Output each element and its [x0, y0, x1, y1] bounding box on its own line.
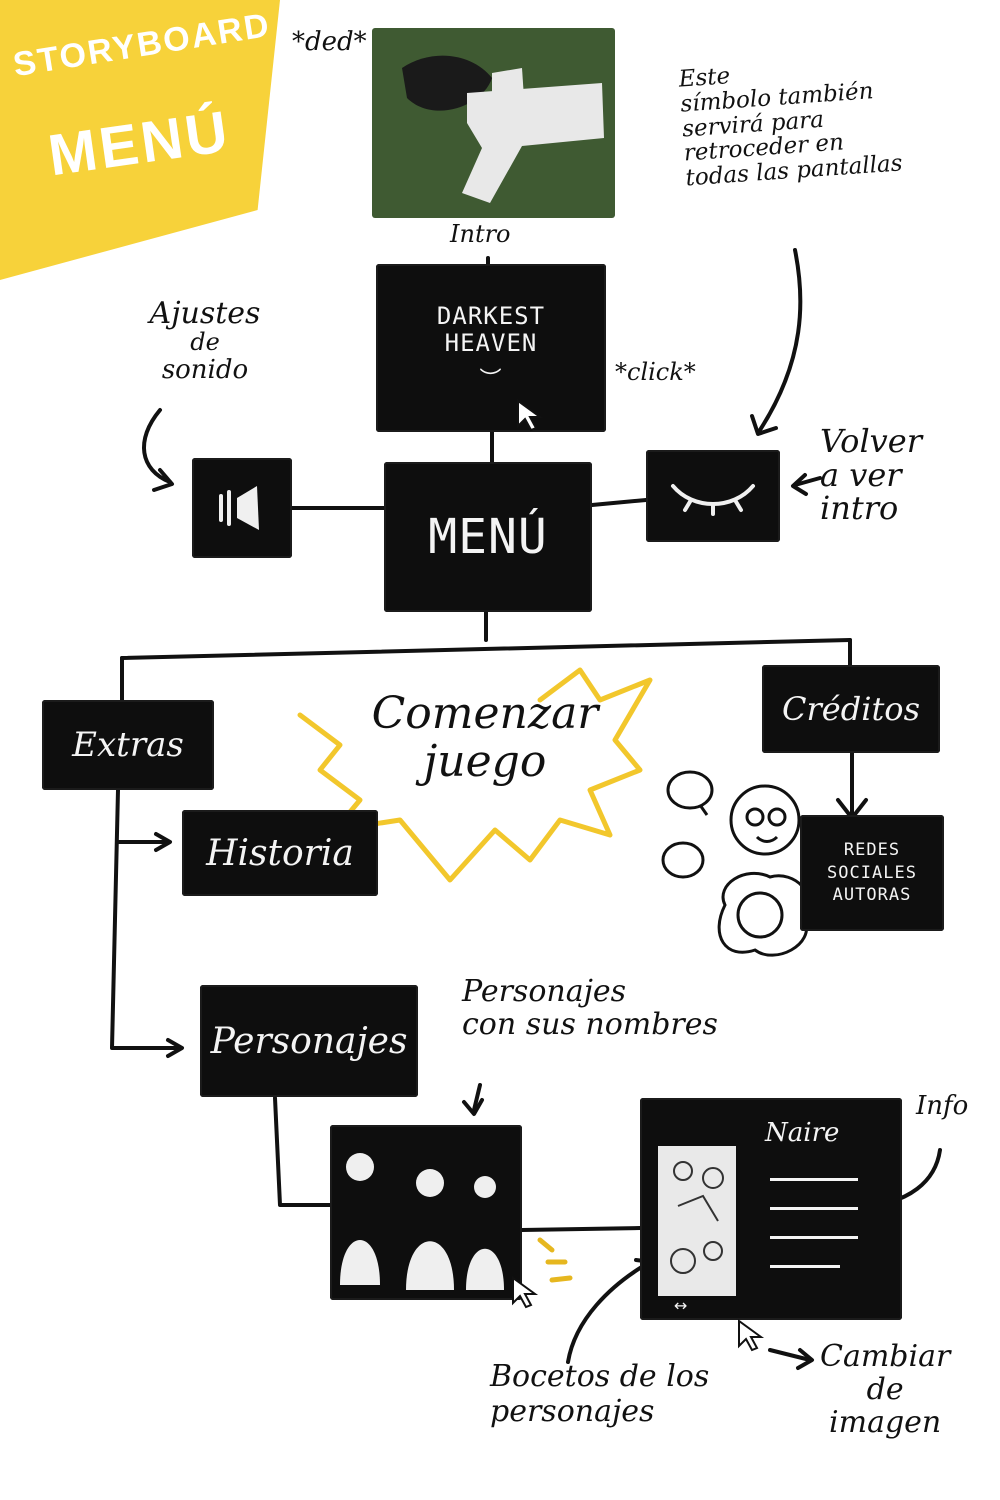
arrowhead-ajustes: [152, 468, 174, 492]
intro-caption: Intro: [450, 220, 511, 248]
title-line-1: DARKEST: [436, 301, 546, 330]
connector-grid-detail: [520, 1226, 642, 1232]
back-intro-button[interactable]: [646, 450, 780, 542]
arrowhead-cambiar: [796, 1348, 814, 1370]
note-bocetos: Bocetos de los personajes: [490, 1359, 710, 1429]
characters-grid-screen[interactable]: [330, 1125, 522, 1300]
title-line-2: HEAVEN: [444, 329, 538, 358]
personajes-button[interactable]: Personajes: [200, 985, 418, 1097]
redes-line-3: AUTORAS: [832, 885, 912, 906]
menu-screen[interactable]: MENÚ: [384, 462, 592, 612]
redes-sociales-panel[interactable]: REDES SOCIALES AUTORAS: [800, 815, 944, 931]
authors-doodle: [661, 770, 812, 957]
sfx-ded: *ded*: [292, 27, 367, 57]
creditos-button[interactable]: Créditos: [762, 665, 940, 753]
note-cambiar: Cambiar de imagen: [820, 1340, 950, 1439]
info-lines: [770, 1178, 858, 1268]
arrow-ajustes: [142, 408, 172, 484]
sound-settings-button[interactable]: [192, 458, 292, 558]
connector-extras-personajes: [110, 788, 182, 1050]
arrowhead-historia: [154, 832, 172, 852]
arrow-cambiar: [768, 1348, 812, 1362]
starburst-comenzar: [297, 667, 653, 883]
cursor-arrow-icon: [512, 1276, 539, 1309]
note-bocetos-line1: Bocetos de los: [490, 1359, 710, 1394]
note-pnombres-line2: con sus nombres: [462, 1007, 718, 1042]
arrowhead-personajes: [166, 1038, 184, 1058]
note-personajes-nombres: Personajes con sus nombres: [462, 975, 718, 1041]
note-pnombres-line1: Personajes: [462, 974, 627, 1009]
redes-line-2: SOCIALES: [827, 862, 917, 883]
note-cambiar-line3: imagen: [829, 1405, 942, 1440]
historia-button[interactable]: Historia: [182, 810, 378, 896]
note-volver-line3: intro: [820, 489, 899, 528]
arrow-volver: [793, 476, 822, 487]
arrowhead-pnombres: [462, 1098, 484, 1116]
characters-silhouettes: [340, 1153, 504, 1290]
start-game-line2: juego: [423, 736, 547, 788]
sfx-click: *click*: [615, 358, 696, 386]
arrowhead-symbol: [750, 414, 778, 436]
sketch-frame[interactable]: [658, 1146, 736, 1296]
start-game-label[interactable]: Comenzar juego: [365, 688, 605, 788]
speaker-icon: [219, 486, 259, 530]
redes-line-1: REDES: [843, 839, 901, 860]
connector-personajes-grid: [273, 1096, 332, 1207]
note-bocetos-line2: personajes: [490, 1393, 655, 1429]
image-switch-arrows[interactable]: ↔: [674, 1296, 688, 1315]
arrow-pnombres: [472, 1083, 482, 1112]
note-cambiar-line2: de: [866, 1372, 904, 1407]
note-info: Info: [916, 1091, 969, 1121]
note-ajustes-line3: sonido: [161, 355, 249, 386]
title-screen[interactable]: DARKEST HEAVEN ︶: [376, 264, 606, 432]
arrowhead-volver: [791, 473, 808, 496]
note-cambiar-line1: Cambiar: [820, 1339, 951, 1374]
cursor-arrow-icon: [738, 1319, 765, 1352]
arrow-bocetos: [566, 1260, 652, 1364]
cursor-arrow-icon: [517, 399, 544, 432]
start-game-line1: Comenzar: [371, 688, 599, 739]
note-back-symbol: Este símbolo también servirá para retroc…: [678, 53, 903, 192]
note-volver-line2: a ver: [820, 455, 902, 494]
sketch-doodles: [670, 1161, 724, 1274]
connector-menu-back: [590, 498, 648, 507]
title-eye-icon: ︶: [479, 367, 503, 393]
intro-illustration: [402, 55, 604, 203]
closed-eye-icon: [671, 484, 755, 516]
intro-screen: [372, 28, 615, 218]
extras-button[interactable]: Extras: [42, 700, 214, 790]
note-volver: Volver a ver intro: [820, 422, 922, 528]
note-ajustes: Ajustes de sonido: [140, 296, 270, 386]
connector-menu-branch: [120, 610, 852, 660]
character-detail-screen[interactable]: Naire ↔: [640, 1098, 902, 1320]
character-name: Naire: [765, 1118, 840, 1148]
note-ajustes-line2: de: [190, 328, 220, 357]
arrow-symbol-note: [758, 248, 803, 432]
note-volver-line1: Volver: [820, 422, 922, 460]
note-ajustes-line1: Ajustes: [149, 296, 261, 331]
